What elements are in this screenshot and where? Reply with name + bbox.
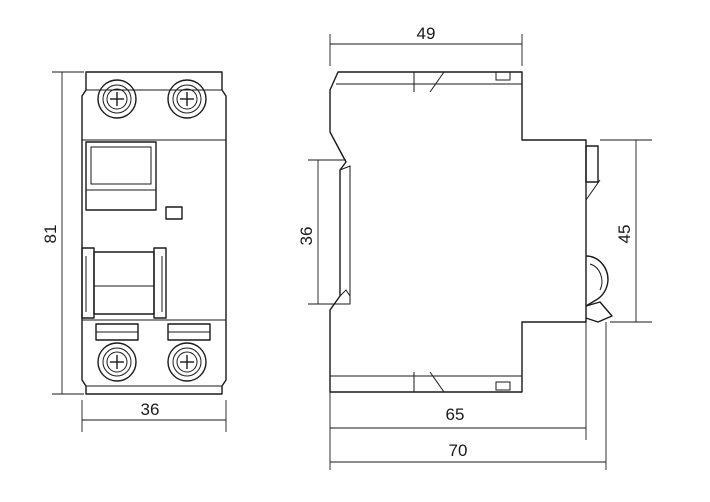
front-width-label: 36 (141, 400, 160, 419)
side-top-width-label: 49 (417, 24, 436, 43)
indicator-window (85, 141, 157, 211)
front-view: 81 36 (41, 71, 227, 432)
toggle-height-dimension: 45 (600, 139, 652, 323)
top-left-screw-icon (97, 79, 137, 119)
din-rail-label: 36 (297, 227, 316, 246)
overall-depth-label: 70 (449, 441, 468, 460)
bottom-right-terminal-plate (167, 323, 211, 341)
front-height-label: 81 (41, 225, 60, 244)
front-body-outline (81, 71, 227, 395)
indicator-window-inner (90, 146, 152, 185)
body-depth-dimension: 65 (329, 322, 587, 440)
side-bottom-slot (495, 381, 511, 391)
toggle-height-label: 45 (615, 225, 634, 244)
body-depth-label: 65 (446, 405, 465, 424)
side-toggle-lever (585, 255, 609, 307)
front-height-dimension: 81 (41, 71, 84, 395)
din-rail-dimension: 36 (297, 159, 346, 305)
bottom-right-screw-icon (167, 342, 207, 382)
side-toggle-button (585, 145, 599, 183)
toggle-lever (81, 247, 167, 319)
side-top-slot (495, 71, 511, 81)
bottom-left-screw-icon (97, 342, 137, 382)
overall-depth-dimension: 70 (329, 322, 607, 470)
bottom-left-terminal-plate (95, 323, 139, 341)
top-right-screw-icon (167, 79, 207, 119)
side-view: 49 36 45 65 70 (297, 24, 652, 470)
side-body-outline (329, 71, 587, 393)
front-width-dimension: 36 (81, 400, 227, 432)
side-top-width-dimension: 49 (329, 24, 523, 66)
test-button (165, 206, 183, 220)
